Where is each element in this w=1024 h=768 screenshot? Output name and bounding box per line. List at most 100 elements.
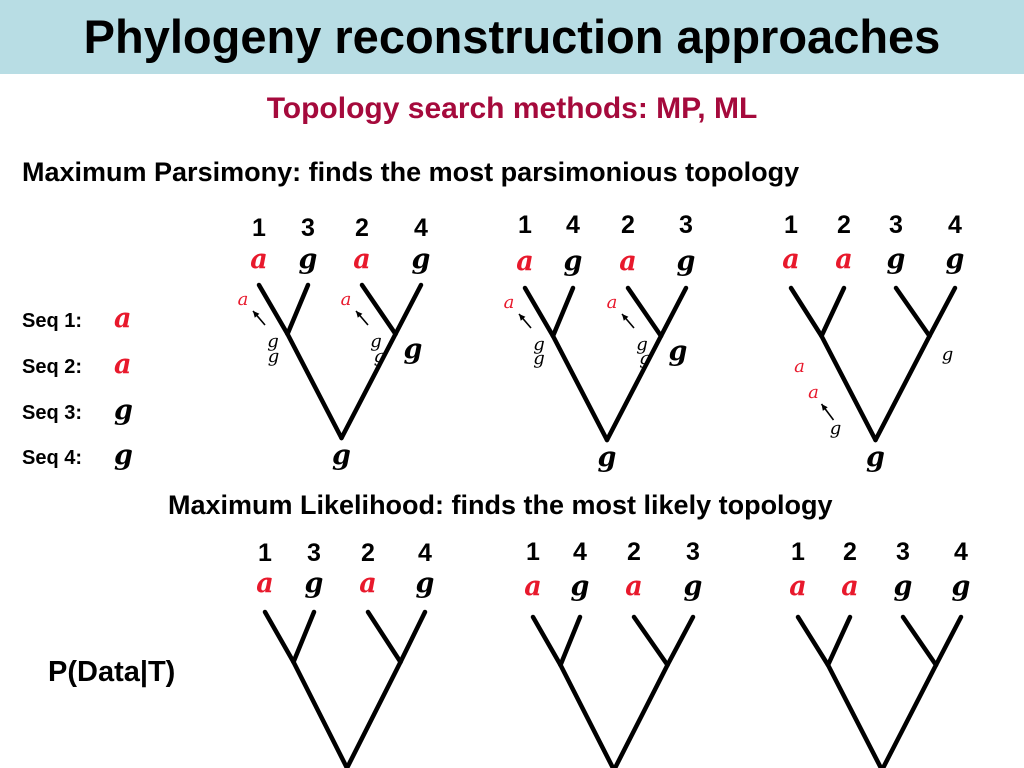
ml-tree-3-leaf-state-3: g — [894, 571, 913, 602]
mp-tree-2-branch-3 — [625, 285, 664, 339]
ml-tree-2-branch-4 — [665, 614, 696, 668]
mp-tree-2-change-2-arrow-head — [622, 314, 629, 321]
mp-tree-3-left-node-state: a — [794, 356, 805, 377]
mp-tree-1-branch-2 — [285, 282, 311, 337]
mp-tree-1-change-1-arrow-head — [253, 311, 260, 318]
ml-tree-1-leaf-number-2: 3 — [307, 539, 321, 567]
mp-tree-2-leaf-state-2: g — [564, 246, 583, 277]
ml-tree-1-leaf-number-3: 2 — [361, 539, 375, 567]
mp-tree-3-change-1-to: a — [808, 382, 819, 403]
mp-tree-1-leaf-state-1: a — [250, 244, 268, 275]
mp-tree-3-root-state: g — [866, 442, 885, 473]
ml-tree-2-branch-left-internal — [558, 662, 616, 768]
mp-tree-1-change-1-to: a — [238, 289, 249, 310]
mp-tree-2-change-2-from: g — [636, 334, 648, 355]
mp-tree-1-leaf-number-1: 1 — [252, 214, 266, 242]
mp-tree-1-change-2-arrow-head — [356, 311, 363, 318]
mp-tree-3-branch-left-internal — [819, 333, 878, 443]
seq-1-label: Seq 1: — [22, 310, 83, 332]
mp-tree-3-change-1-from: g — [830, 418, 842, 439]
ml-tree-1-leaf-state-1: a — [256, 568, 274, 599]
ml-tree-2-branch-2 — [558, 614, 583, 668]
mp-tree-2-leaf-number-4: 3 — [679, 211, 693, 239]
ml-tree-2-leaf-state-3: a — [625, 571, 643, 602]
ml-tree-2-leaf-number-2: 4 — [573, 538, 587, 566]
mp-heading: Maximum Parsimony: finds the most parsim… — [22, 157, 800, 187]
mp-tree-1-branch-left-internal — [285, 331, 344, 441]
mp-tree-3-leaf-state-4: g — [946, 244, 965, 275]
mp-tree-3-branch-right-internal — [873, 333, 932, 443]
ml-tree-1-branch-1 — [262, 609, 296, 665]
mp-tree-1-change-2-to: a — [341, 289, 352, 310]
ml-tree-3-leaf-state-1: a — [789, 571, 807, 602]
mp-tree-2-left-node-state: g — [533, 348, 545, 369]
seq-3-label: Seq 3: — [22, 402, 83, 424]
mp-tree-3-leaf-number-1: 1 — [784, 211, 798, 239]
mp-tree-2-right-node-state: g — [639, 348, 651, 369]
mp-tree-3-right-node-state: g — [942, 344, 954, 365]
ml-tree-2-branch-right-internal — [612, 662, 670, 768]
ml-tree-3-leaf-number-2: 2 — [843, 538, 857, 566]
mp-tree-2-leaf-number-2: 4 — [566, 211, 580, 239]
mp-tree-2-change-2-to: a — [607, 292, 618, 313]
slide-subtitle: Topology search methods: MP, ML — [266, 92, 758, 125]
mp-tree-1-root-state: g — [332, 440, 351, 471]
mp-tree-1-leaf-number-4: 4 — [414, 214, 428, 242]
mp-tree-1-right-node-state: g — [374, 346, 386, 367]
ml-tree-2-leaf-state-4: g — [684, 571, 703, 602]
ml-tree-1-leaf-number-4: 4 — [418, 539, 432, 567]
mp-tree-2-change-1-from: g — [533, 334, 545, 355]
mp-tree-1-branch-1 — [256, 282, 290, 337]
ml-tree-2-leaf-state-2: g — [571, 571, 590, 602]
ml-tree-3-leaf-number-3: 3 — [896, 538, 910, 566]
mp-tree-2-leaf-state-1: a — [516, 246, 534, 277]
mp-tree-3-branch-3 — [893, 285, 932, 339]
mp-tree-1-right-tip-note: g — [404, 334, 423, 365]
mp-tree-1-change-1-from: g — [267, 331, 279, 352]
mp-tree-1-branch-4 — [393, 282, 424, 337]
ml-tree-3-leaf-state-2: a — [841, 571, 859, 602]
mp-tree-1-leaf-state-2: g — [299, 244, 318, 275]
ml-tree-3-leaf-number-1: 1 — [791, 538, 805, 566]
mp-tree-1-branch-right-internal — [339, 331, 398, 441]
seq-2-state: a — [114, 349, 132, 380]
mp-tree-2-leaf-number-3: 2 — [621, 211, 635, 239]
mp-tree-3-change-1-arrow-head — [821, 404, 828, 411]
ml-tree-1-branch-right-internal — [344, 659, 403, 768]
mp-tree-3-leaf-state-1: a — [782, 244, 800, 275]
seq-4-label: Seq 4: — [22, 447, 83, 469]
ml-tree-1-branch-4 — [398, 609, 428, 665]
mp-tree-2-branch-left-internal — [550, 333, 610, 443]
mp-tree-3-leaf-number-2: 2 — [837, 211, 851, 239]
ml-tree-3-leaf-state-4: g — [952, 571, 971, 602]
mp-tree-3-branch-2 — [819, 285, 847, 339]
ml-tree-2-branch-1 — [530, 614, 563, 668]
mp-tree-2-change-1-arrow-head — [519, 314, 526, 321]
ml-tree-3-leaf-number-4: 4 — [954, 538, 968, 566]
ml-tree-1-leaf-number-1: 1 — [258, 539, 272, 567]
ml-heading: Maximum Likelihood: finds the most likel… — [168, 490, 833, 520]
ml-tree-1-leaf-state-2: g — [305, 568, 324, 599]
mp-tree-1-leaf-number-2: 3 — [301, 214, 315, 242]
mp-tree-2-leaf-number-1: 1 — [518, 211, 532, 239]
ml-tree-3-branch-right-internal — [880, 662, 939, 768]
mp-tree-1-left-node-state: g — [268, 346, 280, 367]
seq-4-state: g — [114, 440, 133, 471]
mp-tree-2-right-tip-note: g — [669, 336, 688, 367]
ml-tree-2-leaf-number-1: 1 — [526, 538, 540, 566]
ml-tree-1-branch-left-internal — [291, 659, 350, 768]
mp-tree-2-branch-4 — [658, 285, 689, 339]
mp-tree-2-branch-right-internal — [604, 333, 664, 443]
title-bar — [0, 0, 1024, 74]
mp-tree-1-leaf-state-4: g — [412, 244, 431, 275]
mp-tree-2-branch-1 — [522, 285, 556, 339]
mp-tree-2-root-state: g — [598, 442, 617, 473]
mp-tree-1-leaf-state-3: a — [353, 244, 371, 275]
mp-tree-3-branch-4 — [927, 285, 958, 339]
ml-tree-3-branch-3 — [900, 614, 939, 668]
ml-tree-2-leaf-number-4: 3 — [686, 538, 700, 566]
ml-tree-3-branch-4 — [933, 614, 964, 668]
ml-tree-2-leaf-number-3: 2 — [627, 538, 641, 566]
ml-tree-1-leaf-state-4: g — [416, 568, 435, 599]
